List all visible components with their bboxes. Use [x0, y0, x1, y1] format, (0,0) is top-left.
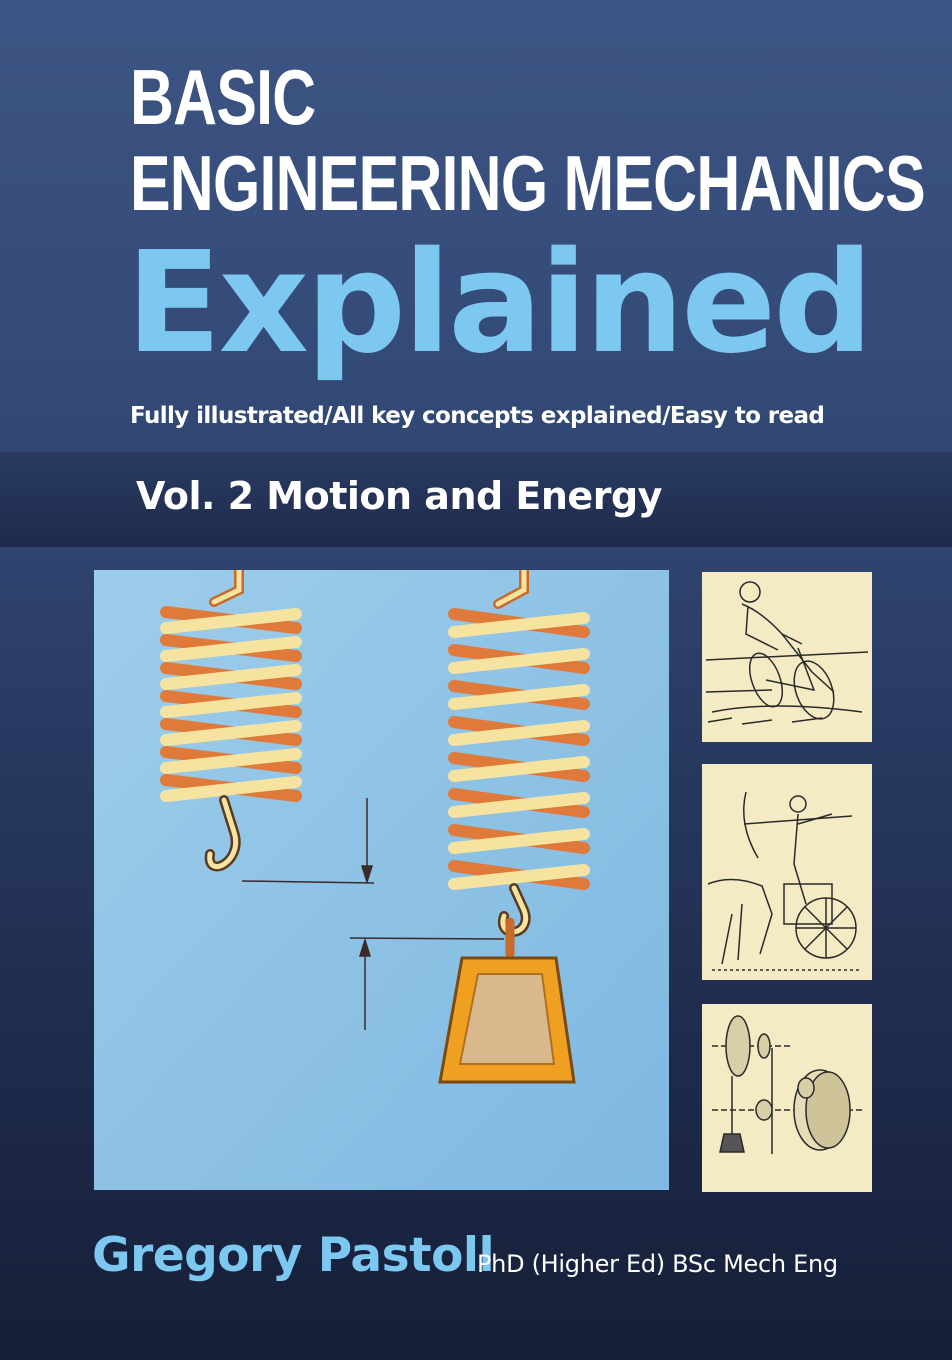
tagline: Fully illustrated/All key concepts expla… — [130, 403, 825, 429]
volume-band — [0, 452, 952, 547]
left-spring — [160, 570, 302, 872]
title-line-basic: BASIC — [130, 53, 316, 141]
flywheel-illustration — [702, 1004, 872, 1192]
archer-chariot-illustration — [702, 764, 872, 980]
springs-illustration — [94, 570, 669, 1190]
author-name: Gregory Pastoll — [92, 1228, 495, 1283]
volume-title: Vol. 2 Motion and Energy — [136, 474, 662, 518]
author-credentials: PhD (Higher Ed) BSc Mech Eng — [477, 1250, 838, 1278]
cyclist-illustration — [702, 572, 872, 742]
extension-dimension — [241, 798, 505, 1030]
title-line-explained: Explained — [126, 222, 873, 385]
hanging-weight — [438, 956, 576, 1084]
right-spring — [448, 570, 590, 959]
title-line-engineering-mechanics: ENGINEERING MECHANICS — [130, 139, 926, 227]
